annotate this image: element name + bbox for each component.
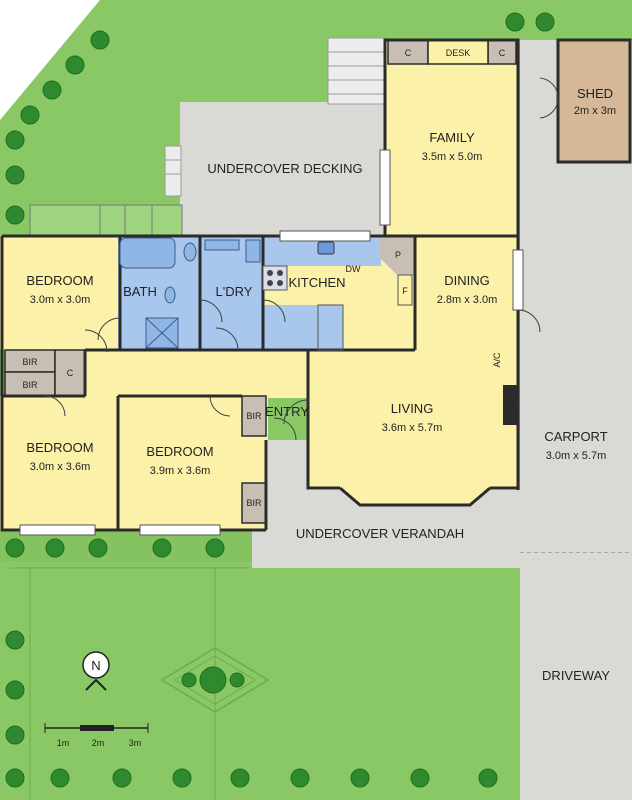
shed-name: SHED [577, 86, 613, 101]
tree-2 [42, 80, 62, 100]
tree-19 [112, 768, 132, 788]
tree-1 [65, 55, 85, 75]
tree-17 [5, 768, 25, 788]
scale-bar: 1m 2m 3m [44, 723, 149, 748]
tree-0 [90, 30, 110, 50]
feature-shrubs [181, 666, 245, 694]
dining-size: 2.8m x 3.0m [437, 294, 498, 306]
tree-9 [5, 538, 25, 558]
tree-18 [50, 768, 70, 788]
living-size: 3.6m x 5.7m [382, 422, 443, 434]
bedroom3-size: 3.9m x 3.6m [150, 465, 211, 477]
scale-3m: 3m [129, 738, 142, 748]
entry-name: ENTRY [265, 404, 309, 419]
bir-label-1: BIR [22, 357, 38, 367]
white-corner [0, 0, 100, 120]
decking-area [180, 102, 385, 236]
tree-4 [5, 130, 25, 150]
tree-16 [5, 725, 25, 745]
shed-door [539, 77, 559, 119]
pantry-label: P [395, 250, 401, 260]
scale-2m: 2m [92, 738, 105, 748]
tree-25 [478, 768, 498, 788]
bir-label-2: BIR [22, 380, 38, 390]
bedroom3-name: BEDROOM [146, 444, 213, 459]
tree-6 [5, 205, 25, 225]
tree-12 [152, 538, 172, 558]
tree-3 [20, 105, 40, 125]
driveway-name: DRIVEWAY [542, 668, 610, 683]
bedroom2-size: 3.0m x 3.6m [30, 461, 91, 473]
north-compass: N [82, 651, 110, 691]
tree-5 [5, 165, 25, 185]
desk-label: DESK [446, 48, 471, 58]
room-labels: FAMILY 3.5m x 5.0m DINING 2.8m x 3.0m LI… [26, 130, 610, 683]
tree-14 [5, 630, 25, 650]
windows [19, 149, 524, 536]
shed [556, 38, 632, 164]
tree-8 [535, 12, 555, 32]
bedroom2-name: BEDROOM [26, 440, 93, 455]
kitchen-fixtures [262, 241, 518, 425]
bir-label-3: BIR [246, 411, 262, 421]
bedroom1-name: BEDROOM [26, 273, 93, 288]
cupboard-label-1: C [405, 48, 412, 58]
carport-size: 3.0m x 5.7m [546, 450, 607, 462]
fridge-label: F [402, 286, 408, 296]
tree-7 [505, 12, 525, 32]
ac-label: A/C [492, 352, 502, 368]
trees [5, 12, 555, 788]
tree-21 [230, 768, 250, 788]
tree-23 [350, 768, 370, 788]
driveway-area [520, 552, 632, 800]
carport-name: CARPORT [544, 429, 607, 444]
living-name: LIVING [391, 401, 434, 416]
shed-size: 2m x 3m [574, 105, 616, 117]
heater-label: H [507, 401, 514, 411]
decking-steps [29, 37, 387, 236]
scale-1m: 1m [57, 738, 70, 748]
door-swings [44, 299, 541, 441]
tree-11 [88, 538, 108, 558]
tree-10 [45, 538, 65, 558]
north-label: N [91, 658, 100, 673]
bedroom1-size: 3.0m x 3.0m [30, 294, 91, 306]
dining-name: DINING [444, 273, 490, 288]
family-size: 3.5m x 5.0m [422, 151, 483, 163]
laundry-name: L'DRY [216, 284, 253, 299]
tree-20 [172, 768, 192, 788]
built-in-robes [4, 39, 517, 524]
bir-label-4: BIR [246, 498, 262, 508]
carport-slab [520, 300, 632, 552]
tree-24 [410, 768, 430, 788]
cupboard-label-2: C [499, 48, 506, 58]
dishwasher-label: DW [346, 264, 361, 274]
tree-15 [5, 680, 25, 700]
decking-name: UNDERCOVER DECKING [207, 161, 362, 176]
family-name: FAMILY [429, 130, 475, 145]
house-floor [0, 40, 518, 530]
verandah-name: UNDERCOVER VERANDAH [296, 526, 464, 541]
fixture-labels: DESK C C C BIR BIR BIR BIR P F DW A/C H [22, 48, 513, 508]
bath-fixtures [119, 237, 261, 349]
kitchen-name: KITCHEN [288, 275, 345, 290]
cupboard-label-3: C [67, 368, 74, 378]
tree-13 [205, 538, 225, 558]
tree-22 [290, 768, 310, 788]
bath-name: BATH [123, 284, 157, 299]
